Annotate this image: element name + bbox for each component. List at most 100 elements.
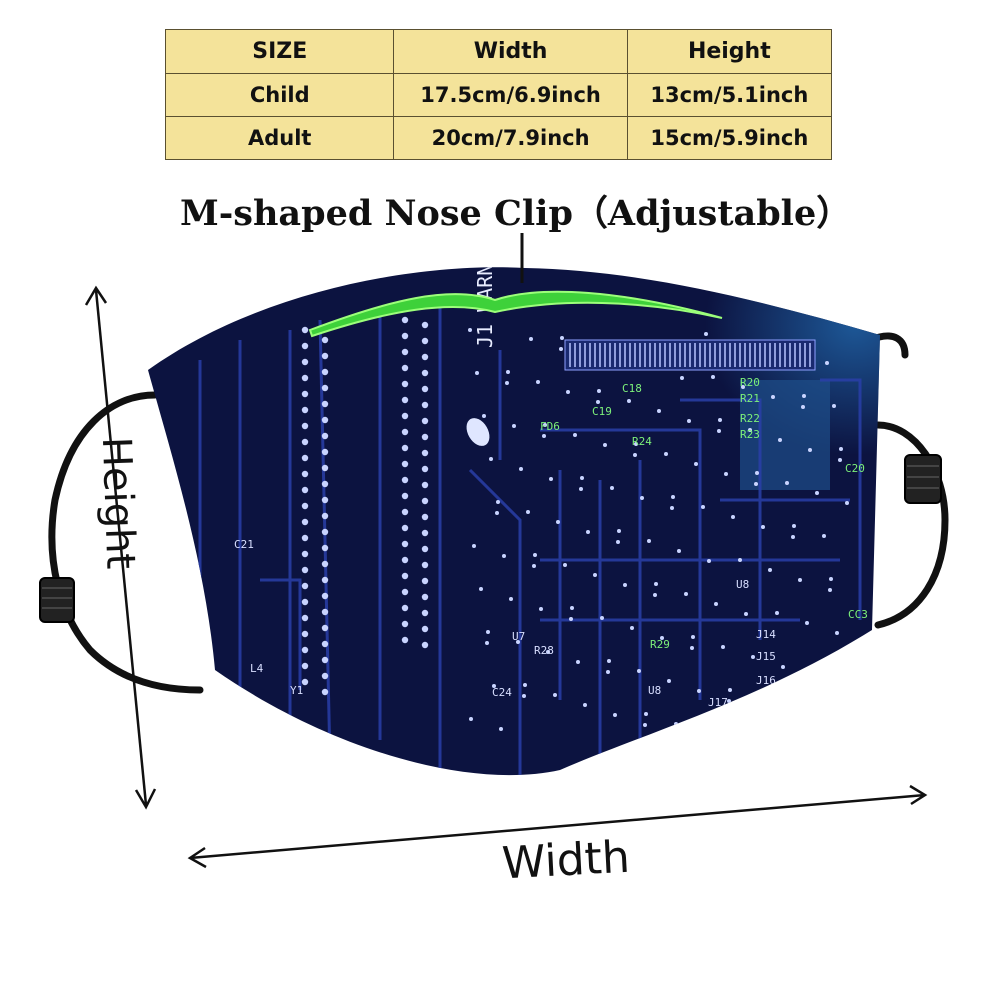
pcb-silkscreen-label: R28: [534, 644, 554, 657]
pcb-via-dot: [704, 332, 708, 336]
pcb-via-dot: [838, 458, 842, 462]
pcb-pin-dot: [401, 428, 409, 436]
nose-clip-wire: [308, 290, 723, 338]
pcb-via-dot: [721, 645, 725, 649]
pcb-via-dot: [633, 453, 637, 457]
pcb-via-dot: [586, 530, 590, 534]
pcb-pin-dot: [401, 332, 409, 340]
pcb-trace: [468, 468, 522, 776]
width-cell: 20cm/7.9inch: [393, 116, 628, 160]
pcb-via-dot: [785, 481, 789, 485]
pcb-pin-dot: [421, 625, 429, 633]
pcb-via-dot: [556, 520, 560, 524]
pcb-pin-dot: [301, 390, 309, 398]
pcb-silkscreen-label: J15: [756, 650, 776, 663]
pcb-pin-dot: [301, 646, 309, 654]
pcb-pin-dot: [401, 540, 409, 548]
pcb-pin-dot: [321, 416, 329, 424]
pcb-via-dot: [580, 476, 584, 480]
pcb-via-dot: [583, 703, 587, 707]
pcb-via-dot: [603, 443, 607, 447]
pcb-via-dot: [486, 630, 490, 634]
pcb-silkscreen-label: Y1: [290, 684, 303, 697]
pcb-via-dot: [839, 447, 843, 451]
pcb-silkscreen-label: J17: [708, 696, 728, 709]
pcb-pin-dot: [421, 481, 429, 489]
pcb-via-dot: [569, 617, 573, 621]
pcb-pin-dot: [401, 588, 409, 596]
pcb-via-dot: [536, 380, 540, 384]
pcb-via-dot: [832, 404, 836, 408]
pcb-silkscreen-label: CC3: [848, 608, 868, 621]
width-dimension-label: Width: [500, 831, 632, 890]
pcb-via-dot: [717, 429, 721, 433]
pcb-via-dot: [593, 573, 597, 577]
pcb-pin-dot: [421, 433, 429, 441]
pcb-pin-dot: [401, 364, 409, 372]
pcb-pin-dot: [401, 460, 409, 468]
pcb-via-dot: [741, 385, 745, 389]
pcb-pin-dot: [321, 528, 329, 536]
pcb-pin-dot: [421, 417, 429, 425]
pcb-pin-dot: [301, 502, 309, 510]
pcb-via-dot: [778, 438, 782, 442]
pcb-pin-dot: [301, 518, 309, 526]
pcb-via-dot: [801, 405, 805, 409]
circuit-board-print: J1 WARNFD6C18C19R24R20R21R22R23C20CC3U8U…: [198, 267, 880, 776]
pcb-via-dot: [516, 640, 520, 644]
right-adjuster: [904, 454, 942, 504]
pcb-pin-dot: [421, 641, 429, 649]
pcb-pin-dot: [421, 401, 429, 409]
pcb-pin-dot: [321, 688, 329, 696]
pcb-pin-dot: [301, 534, 309, 542]
pcb-via-dot: [771, 395, 775, 399]
pcb-pin-dot: [421, 337, 429, 345]
pcb-pin-dot: [321, 480, 329, 488]
pcb-via-dot: [563, 563, 567, 567]
pcb-via-dot: [496, 500, 500, 504]
pcb-silkscreen-label: R24: [632, 435, 652, 448]
pcb-via-dot: [660, 636, 664, 640]
pcb-pin-dot: [321, 560, 329, 568]
pcb-pin-dot: [321, 544, 329, 552]
pcb-via-dot: [469, 717, 473, 721]
pcb-via-dot: [596, 400, 600, 404]
nose-clip-heading: M-shaped Nose Clip（Adjustable）: [180, 193, 852, 234]
width-cell: 17.5cm/6.9inch: [393, 73, 628, 117]
pcb-via-dot: [671, 495, 675, 499]
pcb-via-dot: [630, 626, 634, 630]
pcb-via-dot: [566, 390, 570, 394]
pcb-silkscreen-label: J16: [756, 674, 776, 687]
pcb-pin-dot: [321, 368, 329, 376]
pcb-via-dot: [691, 635, 695, 639]
pcb-via-dot: [805, 621, 809, 625]
pcb-pin-dot: [301, 630, 309, 638]
pcb-via-dot: [627, 399, 631, 403]
pcb-via-dot: [576, 660, 580, 664]
pcb-pin-dot: [401, 444, 409, 452]
pcb-via-dot: [542, 434, 546, 438]
pcb-via-dot: [489, 457, 493, 461]
pcb-silkscreen-label: C20: [845, 462, 865, 475]
pcb-via-dot: [522, 694, 526, 698]
pcb-pin-dot: [421, 369, 429, 377]
size-cell: Adult: [164, 116, 395, 160]
pcb-pin-dot: [321, 336, 329, 344]
pcb-pin-dot: [421, 561, 429, 569]
pcb-via-dot: [526, 510, 530, 514]
pcb-via-dot: [623, 583, 627, 587]
pcb-pin-dot: [301, 566, 309, 574]
pcb-pin-dot: [421, 577, 429, 585]
pcb-trace: [540, 428, 702, 700]
pcb-via-dot: [643, 723, 647, 727]
pcb-via-dot: [822, 534, 826, 538]
pcb-via-dot: [670, 506, 674, 510]
pcb-via-dot: [519, 467, 523, 471]
pcb-via-dot: [559, 347, 563, 351]
pcb-via-dot: [835, 631, 839, 635]
pcb-via-dot: [792, 524, 796, 528]
pcb-via-dot: [634, 442, 638, 446]
pcb-pin-dot: [401, 524, 409, 532]
pcb-silkscreen-label: FD6: [540, 420, 560, 433]
